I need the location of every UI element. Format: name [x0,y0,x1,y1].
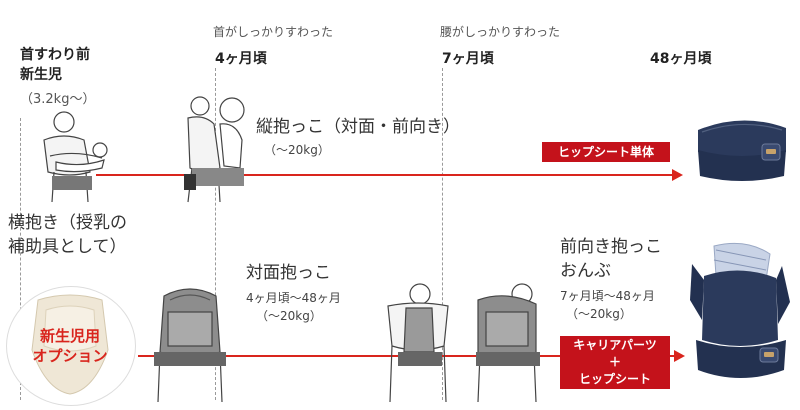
newborn-cradle-illustration [43,111,108,203]
label-tate-weight: （〜20kg） [264,143,330,157]
timeline-divider-4m [215,68,216,400]
row2-arrow-icon [674,350,685,362]
option-label-line2: オプション [32,347,108,365]
row1-timeline-line [96,174,674,176]
badge-carrier-hipseat: キャリアパーツ ＋ ヒップシート [560,336,670,389]
label-mae-line2: おんぶ [560,261,611,281]
upright-hold-illustration [184,96,245,203]
label-mae-weight: （〜20kg） [566,307,632,321]
label-mae-line1: 前向き抱っこ [560,237,662,257]
back-carry-illustration [476,283,540,403]
label-mae-range: 7ヶ月頃〜48ヶ月 [560,289,655,303]
timeline-divider-newborn [20,118,21,400]
badge-hipseat-only: ヒップシート単体 [542,142,670,162]
stage-4m: 4ヶ月頃 [215,51,267,67]
label-yoko-line2: 補助具として） [8,237,127,257]
label-taimen: 対面抱っこ [246,263,331,283]
caption-neck: 首がしっかりすわった [213,25,334,39]
hip-seat-product [698,120,786,181]
badge-carrier-line2: ＋ [608,355,621,369]
option-label-line1: 新生児用 [39,327,100,345]
newborn-insert-product [31,294,109,395]
stage-48m: 48ヶ月頃 [650,51,712,67]
facing-out-carry-illustration [387,283,449,403]
label-tate-dakko: 縦抱っこ（対面・前向き） [256,117,460,137]
timeline-divider-7m [442,68,443,400]
badge-carrier-line3: ヒップシート [578,372,651,386]
label-taimen-range: 4ヶ月頃〜48ヶ月 [246,291,341,305]
badge-carrier-line1: キャリアパーツ [573,338,657,352]
caption-waist: 腰がしっかりすわった [440,25,561,39]
facing-in-carry-illustration [154,288,226,403]
row1-arrow-icon [672,169,683,181]
carrier-product [690,242,790,378]
stage-newborn-line1: 首すわり前 [20,47,90,63]
label-yoko-line1: 横抱き（授乳の [8,213,127,233]
stage-newborn-weight: （3.2kg〜） [20,92,96,107]
stage-newborn-line2: 新生児 [20,67,62,83]
label-taimen-weight: （〜20kg） [256,309,322,323]
stage-7m: 7ヶ月頃 [442,51,494,67]
